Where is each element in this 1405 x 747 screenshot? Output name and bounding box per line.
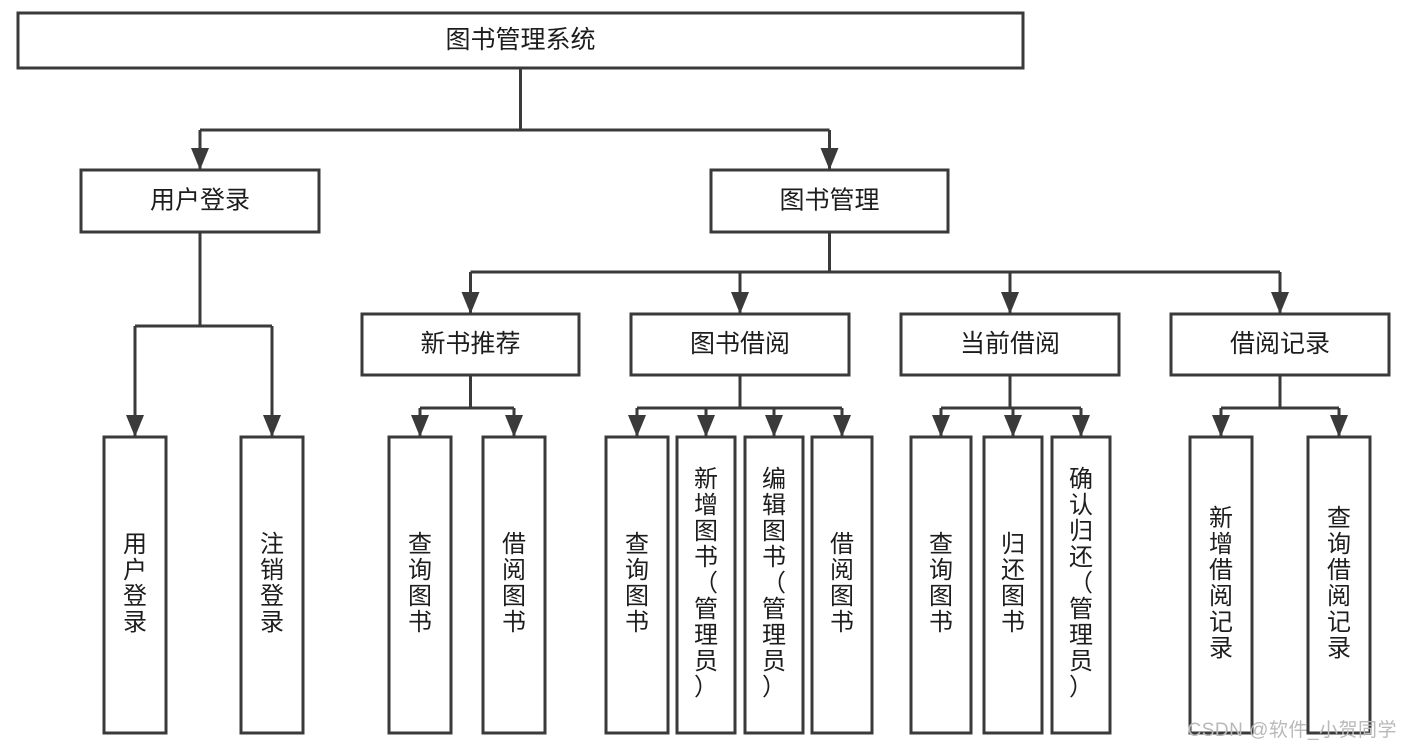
- arrow-head-icon: [1072, 415, 1090, 437]
- node-leaf-query-book-1[interactable]: 查询图书: [387, 435, 453, 735]
- node-leaf-confirm-return-label: 确认归还（管理员）: [1069, 466, 1093, 701]
- arrow-head-icon: [126, 415, 144, 437]
- node-leaf-edit-book-label: 编辑图书（管理员）: [762, 466, 786, 701]
- node-leaf-add-record-box[interactable]: [1188, 435, 1254, 735]
- node-leaf-borrow-book-1-label: 借阅图书: [502, 531, 526, 636]
- node-book-borrow-label: 图书借阅: [690, 330, 790, 358]
- node-borrow-record[interactable]: 借阅记录: [1169, 312, 1391, 377]
- node-borrow-record-box[interactable]: [1169, 312, 1391, 377]
- node-leaf-edit-book[interactable]: 编辑图书（管理员）: [743, 435, 805, 735]
- node-current-borrow-label: 当前借阅: [960, 330, 1060, 358]
- node-leaf-user-logout[interactable]: 注销登录: [239, 435, 305, 735]
- arrow-head-icon: [263, 415, 281, 437]
- arrow-head-icon: [1330, 415, 1348, 437]
- node-new-book-recommend-label: 新书推荐: [420, 330, 520, 358]
- node-root[interactable]: 图书管理系统: [16, 11, 1025, 70]
- node-leaf-borrow-book-2[interactable]: 借阅图书: [810, 435, 874, 735]
- node-book-borrow[interactable]: 图书借阅: [629, 312, 851, 377]
- node-leaf-query-book-2[interactable]: 查询图书: [604, 435, 670, 735]
- node-leaf-query-record-box[interactable]: [1306, 435, 1372, 735]
- node-leaf-add-record-label: 新增借阅记录: [1209, 505, 1233, 662]
- arrow-head-icon: [1004, 415, 1022, 437]
- connector-layer: [126, 68, 1348, 437]
- node-leaf-borrow-book-2-label: 借阅图书: [830, 531, 854, 636]
- arrow-head-icon: [697, 415, 715, 437]
- node-leaf-add-book-label: 新增图书（管理员）: [694, 466, 718, 701]
- watermark-label: CSDN @软件_小贺同学: [1187, 720, 1397, 741]
- node-book-management[interactable]: 图书管理: [709, 168, 950, 234]
- node-leaf-query-record[interactable]: 查询借阅记录: [1306, 435, 1372, 735]
- node-book-management-box[interactable]: [709, 168, 950, 234]
- arrow-head-icon: [1001, 292, 1019, 314]
- arrow-head-icon: [461, 292, 480, 314]
- node-root-box[interactable]: [16, 11, 1025, 70]
- arrow-head-icon: [731, 292, 749, 314]
- node-leaf-borrow-book-1-box[interactable]: [481, 435, 547, 735]
- node-leaf-confirm-return[interactable]: 确认归还（管理员）: [1050, 435, 1112, 735]
- arrow-head-icon: [411, 415, 429, 437]
- node-layer: 图书管理系统用户登录图书管理新书推荐图书借阅当前借阅借阅记录用户登录注销登录查询…: [16, 11, 1391, 735]
- node-leaf-confirm-return-box[interactable]: [1050, 435, 1112, 735]
- node-leaf-user-logout-box[interactable]: [239, 435, 305, 735]
- node-leaf-query-book-1-box[interactable]: [387, 435, 453, 735]
- node-leaf-return-book[interactable]: 归还图书: [982, 435, 1044, 735]
- node-borrow-record-label: 借阅记录: [1230, 330, 1330, 358]
- node-leaf-return-book-box[interactable]: [982, 435, 1044, 735]
- node-leaf-add-record[interactable]: 新增借阅记录: [1188, 435, 1254, 735]
- node-user-login-label: 用户登录: [150, 187, 250, 215]
- node-leaf-user-login-label: 用户登录: [123, 531, 147, 636]
- node-leaf-query-book-3[interactable]: 查询图书: [909, 435, 973, 735]
- node-leaf-query-book-3-label: 查询图书: [929, 531, 953, 636]
- node-new-book-recommend[interactable]: 新书推荐: [360, 312, 581, 377]
- arrow-head-icon: [505, 415, 523, 437]
- node-current-borrow-box[interactable]: [899, 312, 1121, 377]
- node-leaf-return-book-label: 归还图书: [1001, 531, 1025, 636]
- node-current-borrow[interactable]: 当前借阅: [899, 312, 1121, 377]
- node-book-borrow-box[interactable]: [629, 312, 851, 377]
- node-leaf-query-book-3-box[interactable]: [909, 435, 973, 735]
- arrow-head-icon: [820, 148, 839, 170]
- node-leaf-user-login[interactable]: 用户登录: [102, 435, 168, 735]
- node-leaf-query-book-2-box[interactable]: [604, 435, 670, 735]
- node-root-label: 图书管理系统: [445, 26, 595, 54]
- arrow-head-icon: [833, 415, 851, 437]
- arrow-head-icon: [765, 415, 783, 437]
- arrow-head-icon: [1271, 292, 1289, 314]
- node-leaf-borrow-book-1[interactable]: 借阅图书: [481, 435, 547, 735]
- node-leaf-borrow-book-2-box[interactable]: [810, 435, 874, 735]
- node-user-login[interactable]: 用户登录: [79, 168, 321, 234]
- node-new-book-recommend-box[interactable]: [360, 312, 581, 377]
- arrow-head-icon: [1212, 415, 1230, 437]
- arrow-head-icon: [628, 415, 646, 437]
- node-leaf-user-logout-label: 注销登录: [260, 531, 284, 636]
- arrow-head-icon: [932, 415, 950, 437]
- node-leaf-query-book-1-label: 查询图书: [408, 531, 432, 636]
- node-book-management-label: 图书管理: [779, 187, 879, 215]
- arrow-head-icon: [191, 148, 209, 170]
- node-leaf-add-book[interactable]: 新增图书（管理员）: [675, 435, 737, 735]
- node-leaf-query-book-2-label: 查询图书: [625, 531, 649, 636]
- node-leaf-edit-book-box[interactable]: [743, 435, 805, 735]
- node-leaf-user-login-box[interactable]: [102, 435, 168, 735]
- node-leaf-query-record-label: 查询借阅记录: [1327, 505, 1351, 662]
- node-user-login-box[interactable]: [79, 168, 321, 234]
- node-leaf-add-book-box[interactable]: [675, 435, 737, 735]
